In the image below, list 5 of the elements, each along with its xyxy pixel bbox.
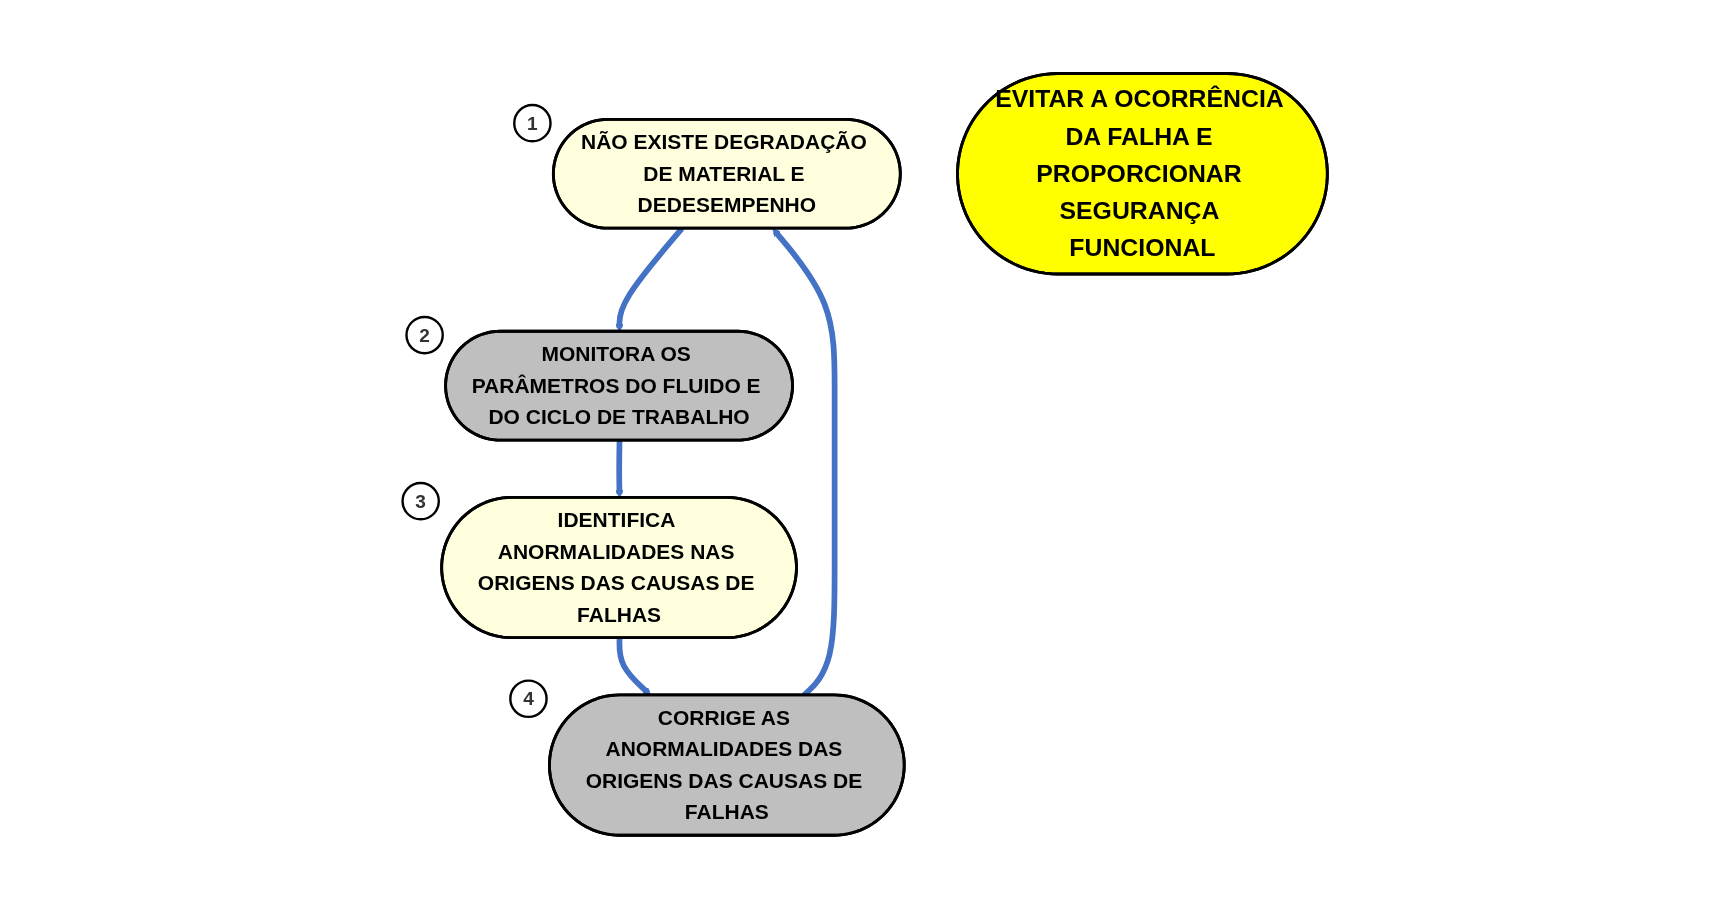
step-number-badge: 2 [404, 315, 444, 354]
step-number-badge: 3 [400, 481, 440, 521]
arrow [616, 637, 651, 696]
step-number-badge: 4 [508, 679, 548, 718]
step-number-badge: 1 [512, 103, 552, 143]
